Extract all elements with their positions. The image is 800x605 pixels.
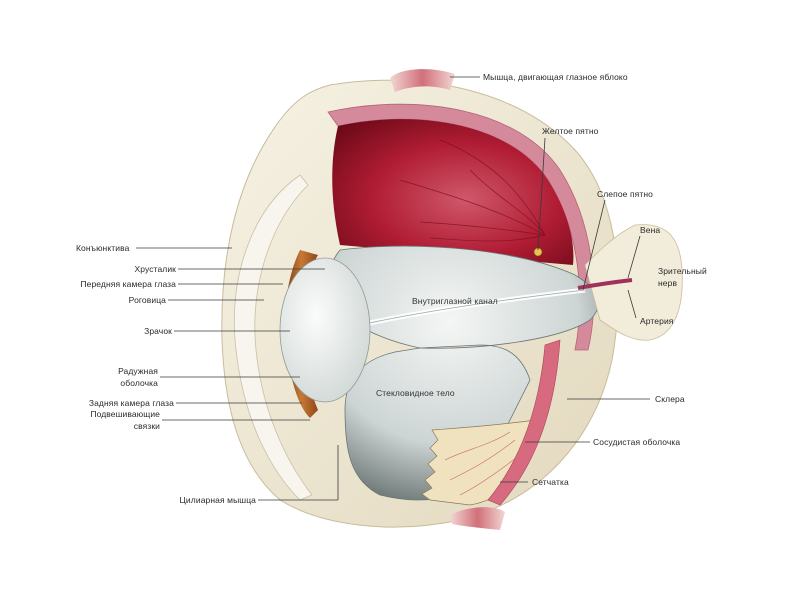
label-optic-nerve-1: Зрительный bbox=[658, 266, 707, 276]
optic-nerve bbox=[584, 224, 683, 341]
label-retina: Сетчатка bbox=[532, 477, 569, 487]
label-iris-1: Радужная bbox=[118, 366, 158, 376]
label-pupil: Зрачок bbox=[144, 326, 172, 336]
label-optic-nerve-2: нерв bbox=[658, 278, 678, 288]
label-ligaments-2: связки bbox=[133, 421, 160, 431]
label-artery: Артерия bbox=[640, 316, 674, 326]
label-ciliary-muscle: Цилиарная мышца bbox=[179, 495, 256, 505]
label-sclera: Склера bbox=[655, 394, 685, 404]
label-blind-spot: Слепое пятно bbox=[597, 189, 653, 199]
label-anterior-chamber: Передняя камера глаза bbox=[80, 279, 176, 289]
label-muscle: Мышца, двигающая глазное яблоко bbox=[483, 72, 628, 82]
label-iris-2: оболочка bbox=[120, 378, 158, 388]
label-posterior-chamber: Задняя камера глаза bbox=[88, 398, 174, 408]
label-hyaloid-canal: Внутриглазной канал bbox=[412, 296, 498, 306]
label-ligaments-1: Подвешивающие bbox=[90, 409, 160, 419]
label-vitreous-body: Стекловидное тело bbox=[376, 388, 455, 398]
choroid-lower bbox=[487, 339, 561, 506]
label-lens: Хрусталик bbox=[134, 264, 176, 274]
label-cornea: Роговица bbox=[128, 295, 166, 305]
label-choroid: Сосудистая оболочка bbox=[593, 437, 681, 447]
label-macula: Желтое пятно bbox=[542, 126, 599, 136]
eye-muscle-bottom bbox=[450, 507, 505, 530]
retina-interior bbox=[332, 119, 574, 265]
label-vein: Вена bbox=[640, 225, 661, 235]
eye-muscle-top bbox=[390, 69, 455, 92]
vitreous-body bbox=[327, 245, 599, 501]
label-conjunctiva: Конъюнктива bbox=[76, 243, 130, 253]
lens bbox=[279, 257, 371, 403]
leader-lines bbox=[136, 76, 650, 501]
